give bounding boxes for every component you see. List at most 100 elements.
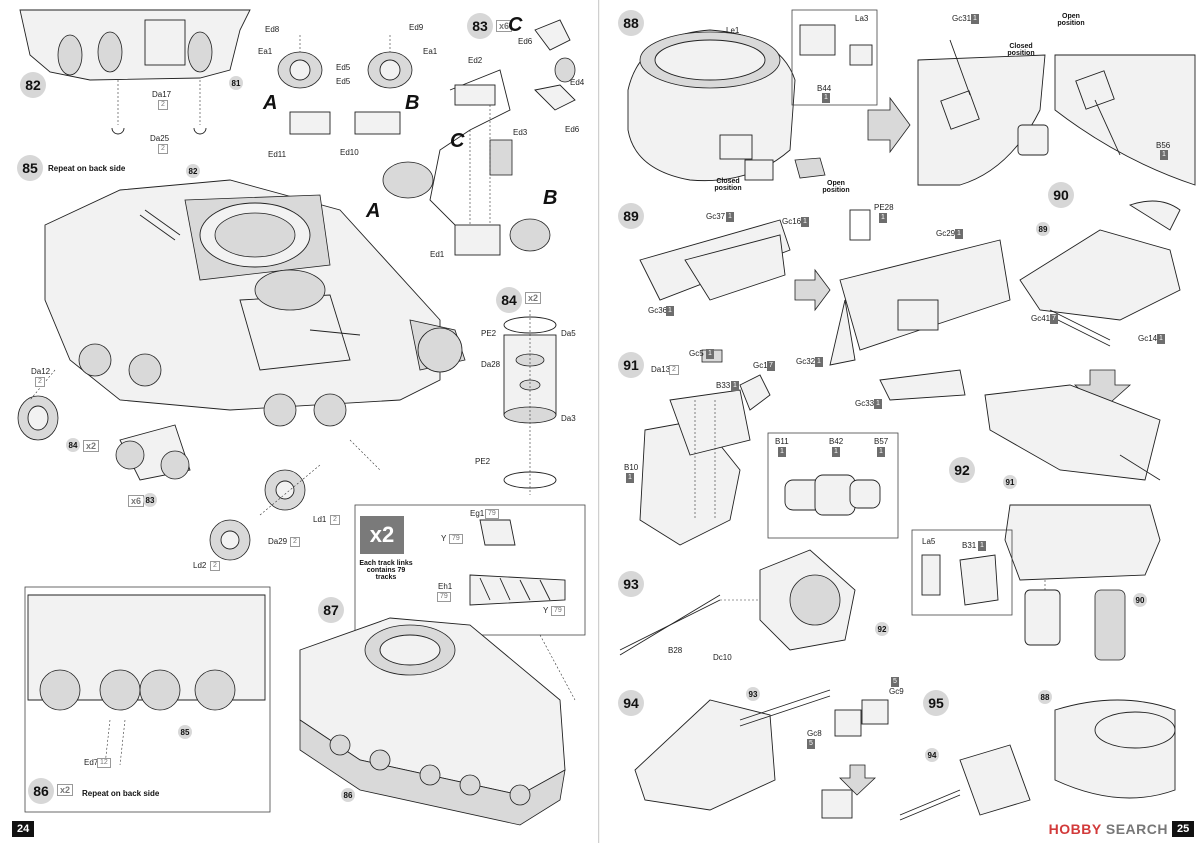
part-ed8: Ed8 (265, 25, 280, 34)
part-le1: Le1 (726, 26, 740, 35)
part-gc16-qty: 1 (801, 217, 809, 227)
step-86-multiplier: x2 (57, 784, 74, 796)
part-ed5-lower: Ed5 (336, 77, 351, 86)
part-ed4: Ed4 (570, 78, 585, 87)
part-b57: B57 (874, 437, 889, 446)
page-number-right: 25 (1172, 821, 1195, 837)
ref-93: 93 (746, 687, 760, 701)
part-b57-qty: 1 (877, 447, 885, 457)
step-86-badge: 86 (28, 778, 54, 804)
part-gc29-qty: 1 (955, 229, 963, 239)
step93-drawing (619, 549, 856, 656)
step91-drawing (639, 349, 899, 546)
part-pe28-qty: 1 (879, 213, 887, 223)
part-gc5-qty: 1 (706, 349, 714, 359)
ref-88: 88 (1038, 690, 1052, 704)
step-83-multiplier: x6 (496, 20, 513, 32)
part-b28: B28 (668, 646, 683, 655)
step-84-multiplier-text: x2 (525, 292, 542, 304)
part-pe2-bottom: PE2 (475, 457, 491, 466)
step88-drawing (627, 9, 878, 182)
part-eg1-qty: 79 (485, 509, 499, 519)
part-b56: B56 (1156, 141, 1171, 150)
part-ed6-bottom: Ed6 (565, 125, 580, 134)
part-ld2: Ld2 (193, 561, 207, 570)
step-86-note: Repeat on back side (82, 789, 160, 798)
part-ed7: Ed7 (84, 758, 99, 767)
part-ed3: Ed3 (513, 128, 528, 137)
part-gc36-qty: 1 (666, 306, 674, 316)
part-da25-qty: 2 (158, 144, 168, 154)
part-pe2-top: PE2 (481, 329, 497, 338)
ref-89: 89 (1036, 222, 1050, 236)
step89-drawing (639, 209, 1011, 401)
part-da25: Da25 (150, 134, 170, 143)
part-gc9: Gc9 (889, 687, 904, 696)
part-da29-qty: 2 (290, 537, 300, 547)
part-gc14: Gc14 (1138, 334, 1158, 343)
part-y-bottom: Y (543, 606, 549, 615)
instruction-page-24: 82 83 x6 85 Repeat on back side 84 x2 87… (0, 0, 599, 843)
step95-drawing (899, 699, 1176, 821)
part-da13-qty: 2 (669, 365, 679, 375)
part-gc16: Gc16 (782, 217, 802, 226)
part-gc33: Gc33 (855, 399, 875, 408)
part-da13: Da13 (651, 365, 671, 374)
part-gc1: Gc1 (753, 361, 768, 370)
part-gc8: Gc8 (807, 729, 822, 738)
watermark-rest: SEARCH (1105, 821, 1168, 837)
part-gc37: Gc37 (706, 212, 726, 221)
part-da29: Da29 (268, 537, 288, 546)
part-ed5-upper: Ed5 (336, 63, 351, 72)
ref-90: 90 (1133, 593, 1147, 607)
part-y-top-qty: 79 (449, 534, 463, 544)
step-92-badge: 92 (949, 457, 975, 483)
step-85-note: Repeat on back side (48, 164, 126, 173)
ref-84-multiplier: x2 (83, 440, 100, 452)
step85-drawing (17, 179, 466, 561)
part-gc33-qty: 1 (874, 399, 882, 409)
part-da28: Da28 (481, 360, 501, 369)
step87-drawing (299, 617, 576, 826)
step88-zoom-drawing (867, 39, 1196, 186)
part-da3: Da3 (561, 414, 576, 423)
ref-94: 94 (925, 748, 939, 762)
part-b31: B31 (962, 541, 977, 550)
part-b10: B10 (624, 463, 639, 472)
ref-82: 82 (186, 164, 200, 178)
part-b11-qty: 1 (778, 447, 786, 457)
step83-drawing (277, 19, 576, 256)
open-position-label-left: Open position (822, 180, 850, 194)
part-gc41-qty: 7 (1050, 314, 1058, 324)
ref-85: 85 (178, 725, 192, 739)
part-da17-qty: 2 (158, 100, 168, 110)
part-ed6-top: Ed6 (518, 37, 533, 46)
step-90-badge: 90 (1048, 182, 1074, 208)
step-91-badge: 91 (618, 352, 644, 378)
step-94-badge: 94 (618, 690, 644, 716)
part-gc37-qty: 1 (726, 212, 734, 222)
variant-letter-a-2: A (366, 200, 381, 222)
part-ld1: Ld1 (313, 515, 327, 524)
part-dc10: Dc10 (713, 653, 732, 662)
part-ed7-qty: 12 (97, 758, 111, 768)
closed-position-label-left: Closed position (714, 178, 742, 192)
part-b56-qty: 1 (1160, 150, 1168, 160)
variant-letter-c-mid: C (450, 130, 465, 152)
variant-letter-c-top: C (508, 14, 523, 36)
closed-position-label-zoom: Closed position (1007, 43, 1035, 57)
part-gc29: Gc29 (936, 229, 956, 238)
part-la3: La3 (855, 14, 869, 23)
ref-83-multiplier-text: x6 (128, 495, 145, 507)
part-gc32: Gc32 (796, 357, 816, 366)
part-b33: B33 (716, 381, 731, 390)
right-page-line-art (619, 9, 1196, 821)
part-da17: Da17 (152, 90, 172, 99)
part-b10-qty: 1 (626, 473, 634, 483)
part-eg1: Eg1 (470, 509, 485, 518)
part-b42: B42 (829, 437, 844, 446)
step-83-multiplier-text: x6 (496, 20, 513, 32)
part-gc31-qty: 1 (971, 14, 979, 24)
part-gc32-qty: 1 (815, 357, 823, 367)
